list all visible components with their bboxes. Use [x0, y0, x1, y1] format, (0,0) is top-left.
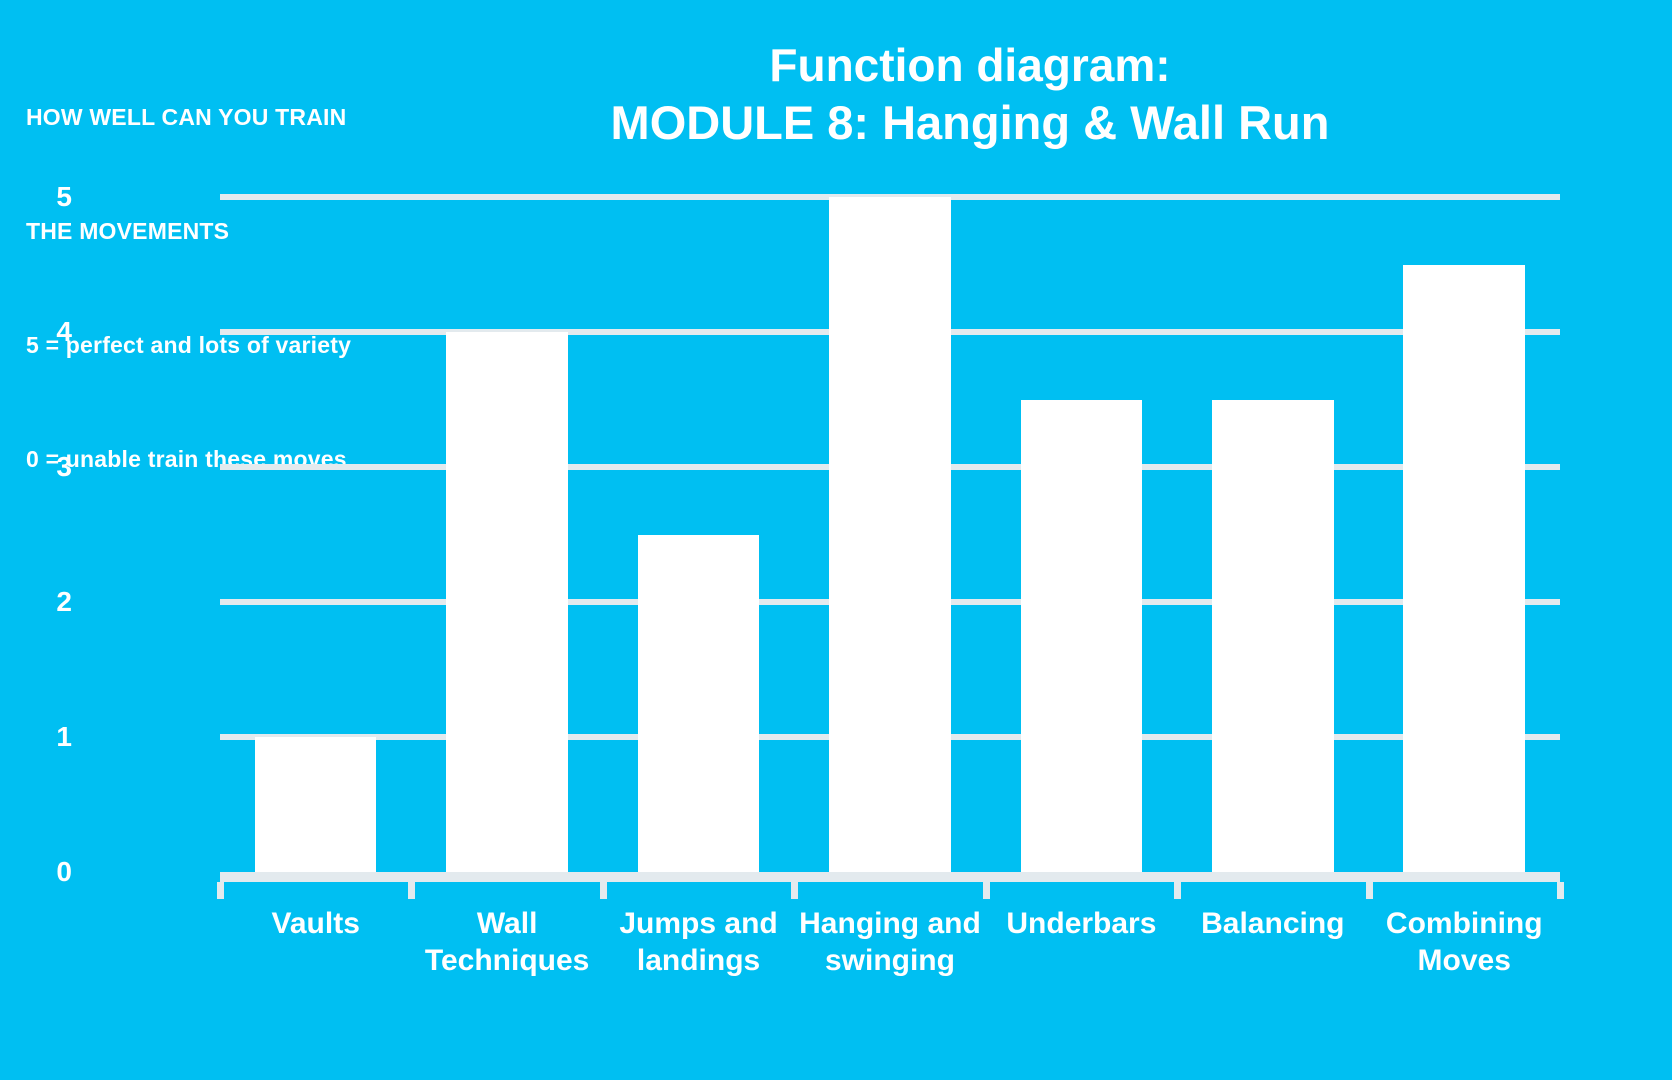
y-tick-label-0: 0	[56, 856, 72, 887]
chart-title: Function diagram: MODULE 8: Hanging & Wa…	[380, 36, 1560, 152]
bar-underbars[interactable]	[1020, 399, 1143, 872]
bar-combining-moves[interactable]	[1403, 264, 1526, 872]
chart-title-line-1: Function diagram:	[769, 39, 1171, 91]
y-tick-label-5: 5	[56, 181, 72, 212]
bar-slot	[603, 197, 794, 872]
bar-slot	[1369, 197, 1560, 872]
x-tick-label-line: Moves	[1417, 944, 1511, 977]
bar-series	[220, 197, 1560, 872]
x-tick-label-jumps-and-landings: Jumps and landings	[603, 905, 794, 979]
x-tick-mark	[1365, 882, 1373, 899]
x-tick-mark	[1174, 882, 1182, 899]
bar-slot	[411, 197, 602, 872]
plot-area: 0 1 2 3 4 5	[56, 183, 1560, 886]
bar-balancing[interactable]	[1212, 399, 1334, 872]
x-tick-label-line: Underbars	[1006, 907, 1157, 940]
x-tick-label-line: swinging	[824, 944, 955, 977]
x-tick-label-balancing: Balancing	[1177, 905, 1368, 979]
x-tick-label-line: Vaults	[271, 907, 360, 940]
note-line-3: 5 = perfect and lots of variety	[26, 332, 352, 358]
scale-legend-note: HOW WELL CAN YOU TRAIN THE MOVEMENTS 5 =…	[26, 22, 546, 554]
y-tick-label-3: 3	[56, 451, 72, 482]
x-tick-label-line: Wall	[476, 907, 538, 940]
x-tick-label-vaults: Vaults	[220, 905, 411, 979]
bar-vaults[interactable]	[254, 737, 377, 872]
x-tick-label-line: Combining	[1385, 907, 1543, 940]
bar-slot	[1177, 197, 1368, 872]
bar-wall-techniques[interactable]	[446, 332, 568, 872]
bar-jumps-and-landings[interactable]	[637, 534, 760, 872]
x-tick-label-line: Techniques	[424, 944, 590, 977]
x-tick-mark	[217, 882, 224, 899]
x-tick-mark	[599, 882, 607, 899]
bar-slot	[986, 197, 1177, 872]
note-line-2: THE MOVEMENTS	[26, 218, 230, 244]
x-tick-mark	[1557, 882, 1564, 899]
x-tick-mark	[408, 882, 416, 899]
x-tick-mark	[791, 882, 799, 899]
x-tick-label-line: landings	[636, 944, 761, 977]
y-tick-label-1: 1	[56, 721, 72, 752]
bar-slot	[794, 197, 985, 872]
x-tick-label-hanging-and-swinging: Hanging and swinging	[794, 905, 985, 979]
x-tick-label-underbars: Underbars	[986, 905, 1177, 979]
bar-hanging-and-swinging[interactable]	[829, 197, 951, 872]
note-line-1: HOW WELL CAN YOU TRAIN	[26, 104, 347, 130]
y-tick-label-2: 2	[56, 586, 72, 617]
bar-slot	[220, 197, 411, 872]
x-axis-line	[217, 872, 1564, 899]
x-tick-label-line: Balancing	[1201, 907, 1345, 940]
x-tick-label-line: Hanging and	[799, 907, 981, 940]
y-tick-label-4: 4	[56, 316, 72, 347]
x-tick-label-line: Jumps and	[619, 907, 778, 940]
chart-title-line-2: MODULE 8: Hanging & Wall Run	[610, 96, 1330, 149]
x-tick-mark	[982, 882, 990, 899]
